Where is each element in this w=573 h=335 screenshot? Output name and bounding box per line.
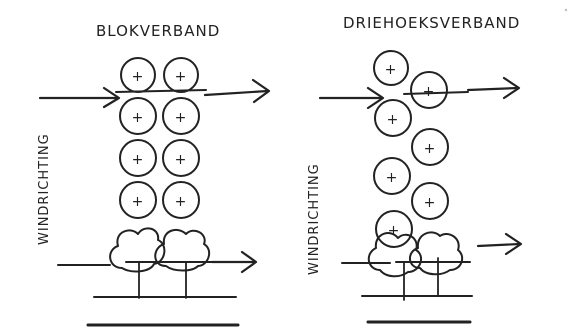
tree-center-mark: + [385, 62, 398, 78]
tree-center-mark: + [175, 194, 188, 210]
label-windrichting-left: WINDRICHTING [37, 133, 52, 245]
tree-crown: + [119, 139, 157, 177]
tree-center-mark: + [132, 110, 145, 126]
block-line-top [115, 89, 207, 93]
tree-center-mark: + [424, 141, 437, 157]
title-driehoeksverband: DRIEHOEKSVERBAND [343, 14, 520, 32]
tree-crown: + [411, 182, 449, 220]
tree-crown: + [375, 210, 413, 248]
tree-center-mark: + [424, 195, 437, 211]
label-windrichting-right: WINDRICHTING [307, 163, 322, 275]
tree-center-mark: + [388, 223, 401, 239]
triangle-line-top [403, 91, 469, 95]
tree-crown: + [119, 181, 157, 219]
speck-mark [564, 8, 568, 12]
wind-arrow-left-in [38, 86, 121, 109]
tree-crown: + [119, 97, 157, 135]
tree-crowns-grid-right: + + + + + + + [373, 50, 449, 248]
tree-center-mark: + [175, 69, 188, 85]
title-blokverband: BLOKVERBAND [96, 22, 220, 40]
wind-arrow-left-out [203, 78, 271, 104]
tree-crown: + [163, 57, 199, 93]
tree-center-mark: + [132, 152, 145, 168]
tree-center-mark: + [132, 69, 145, 85]
tree-crown: + [373, 50, 409, 86]
tree-crown: + [162, 139, 200, 177]
tree-crown: + [411, 128, 449, 166]
tree-center-mark: + [386, 170, 399, 186]
wind-arrow-right-bottom-out [476, 232, 523, 256]
tree-crown: + [410, 71, 448, 109]
tree-side-view-right [367, 231, 464, 301]
tree-center-mark: + [423, 84, 436, 100]
tree-crown: + [162, 97, 200, 135]
tree-side-view-left [109, 227, 211, 299]
tree-crown: + [162, 181, 200, 219]
tree-center-mark: + [132, 194, 145, 210]
tree-center-mark: + [175, 110, 188, 126]
tree-crowns-grid-left: + + + + + + + + [119, 57, 200, 219]
tree-crown: + [374, 99, 412, 137]
wind-arrow-right-in [318, 86, 385, 110]
tree-crown: + [373, 157, 411, 195]
tree-center-mark: + [175, 152, 188, 168]
tree-center-mark: + [387, 112, 400, 128]
wind-arrow-left-bottom-out [210, 250, 258, 274]
tree-crown: + [120, 57, 156, 93]
wind-arrow-right-out [466, 76, 521, 100]
